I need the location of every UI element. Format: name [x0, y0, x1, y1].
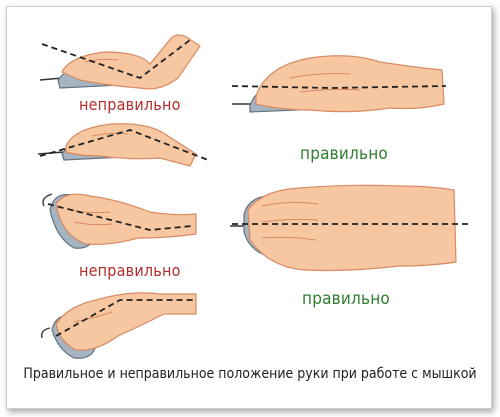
right-label-1: правильно	[300, 144, 388, 164]
right-label-2: правильно	[302, 289, 390, 309]
wrong-position-side-1	[39, 34, 201, 90]
wrong-position-top-2	[40, 292, 197, 359]
wrong-label-1: неправильно	[79, 95, 181, 114]
right-position-side	[231, 55, 447, 113]
wrong-label-2: неправильно	[79, 261, 181, 280]
right-position-top	[230, 184, 470, 272]
wrong-position-top-1	[42, 193, 197, 249]
wrong-position-side-2	[37, 123, 209, 167]
caption: Правильное и неправильное положение руки…	[23, 366, 477, 382]
